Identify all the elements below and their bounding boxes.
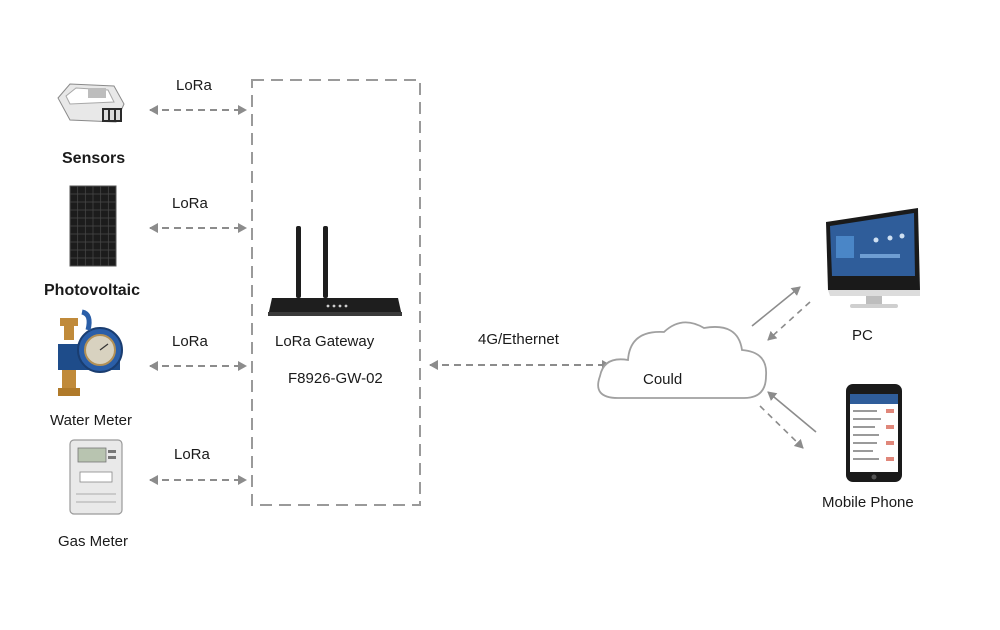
link-label-sensors: LoRa bbox=[176, 77, 212, 94]
gas-meter-icon bbox=[69, 439, 123, 515]
cloud-icon bbox=[597, 321, 767, 399]
smartphone-icon bbox=[846, 384, 902, 482]
device-name-photovoltaic: Photovoltaic bbox=[44, 282, 141, 299]
gateway-model: F8926-GW-02 bbox=[288, 370, 383, 387]
water-meter-icon bbox=[58, 309, 123, 396]
device-name-gas-meter: Gas Meter bbox=[58, 533, 129, 550]
link-label-gas-meter: LoRa bbox=[174, 446, 210, 463]
client-name-mobile-phone: Mobile Phone bbox=[822, 494, 914, 511]
link-label-water-meter: LoRa bbox=[172, 333, 208, 350]
gateway-boundary bbox=[251, 79, 421, 506]
uplink-label: 4G/Ethernet bbox=[478, 331, 559, 348]
desktop-monitor-icon bbox=[826, 208, 920, 308]
device-name-water-meter: Water Meter bbox=[50, 412, 132, 429]
sensor-device-icon bbox=[57, 83, 125, 123]
cloud-label: Could bbox=[643, 371, 683, 388]
router-icon bbox=[268, 226, 402, 316]
phone-arrow-up bbox=[767, 391, 817, 433]
pc-arrow-up bbox=[751, 286, 801, 327]
pc-arrow-down bbox=[767, 301, 811, 341]
phone-arrow-down bbox=[759, 405, 804, 449]
gateway-title: LoRa Gateway bbox=[275, 333, 375, 350]
client-name-pc: PC bbox=[852, 327, 873, 344]
solar-panel-icon bbox=[69, 185, 117, 267]
link-label-photovoltaic: LoRa bbox=[172, 195, 208, 212]
device-name-sensors: Sensors bbox=[62, 150, 126, 167]
